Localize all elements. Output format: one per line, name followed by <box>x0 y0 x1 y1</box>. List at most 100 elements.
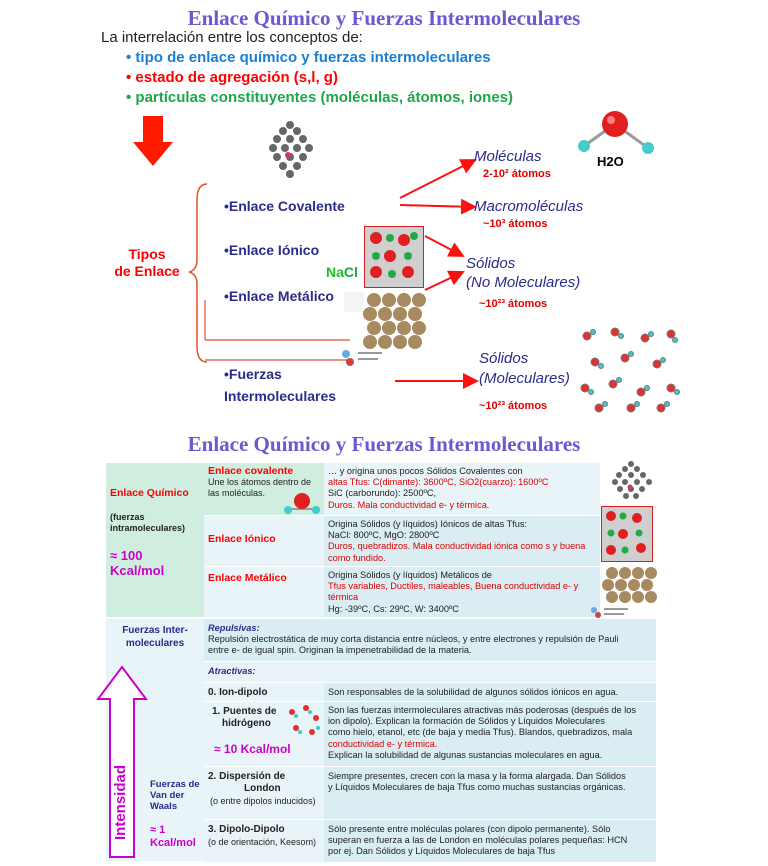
down-arrow-icon <box>133 116 173 166</box>
met-desc-cell <box>324 567 600 617</box>
water-molecule-icon <box>578 111 654 154</box>
molecular-solid-icon <box>580 327 680 413</box>
kcal-100-label: ≈ 100 Kcal/mol <box>110 548 165 578</box>
ion-title: Enlace Iónico <box>208 533 276 545</box>
vdw-kcal-label: ≈ 1 Kcal/mol <box>150 824 196 849</box>
bullet-enlace: • tipo de enlace químico y fuerzas inter… <box>126 49 491 66</box>
ion-title-cell <box>204 516 324 566</box>
result-moleculas: Moléculas <box>474 148 542 165</box>
bullet-particulas: • partículas constituyentes (moléculas, … <box>126 89 514 106</box>
result-arrows <box>395 159 479 389</box>
count-macromoleculas: ~10³ átomos <box>483 218 548 230</box>
vdw-label: Fuerzas de Van der Waals <box>150 779 200 813</box>
ion-dipolo-cell <box>204 683 324 701</box>
brace-and-lines <box>188 183 208 363</box>
count-solidos-nm: ~10²³ átomos <box>479 298 548 310</box>
atractivas-cell <box>204 662 656 682</box>
cov-desc-4: Duros. Mala conductividad e- y térmica. <box>328 499 490 510</box>
cov-title: Enlace covalente <box>208 465 294 477</box>
repulsivas-cell <box>204 619 656 661</box>
dispersion-label-1: 2. Dispersión de <box>208 771 286 782</box>
nacl-cl: Cl <box>343 264 358 280</box>
cov-desc-cell <box>324 463 600 515</box>
dispersion-cell <box>204 767 324 819</box>
ion-dipolo-desc-cell <box>324 683 656 701</box>
count-moleculas: 2-10² átomos <box>483 168 551 180</box>
ion-dipolo-label: 0. Ion-dipolo <box>208 687 268 698</box>
enlace-ionico: •Enlace Iónico <box>224 242 320 258</box>
enlace-covalente: •Enlace Covalente <box>224 198 345 214</box>
top-title: Enlace Químico y Fuerzas Intermoleculare… <box>187 6 581 30</box>
enlace-metalico: •Enlace Metálico <box>224 288 334 304</box>
table-metal-icon <box>591 567 657 618</box>
metal-crystal-icon <box>344 292 426 349</box>
puentes-cell <box>204 702 324 766</box>
puentes-desc-2: ion dipolo). Explican la formación de Só… <box>328 716 605 727</box>
tipos-label-1: Tipos <box>128 246 166 262</box>
puentes-kcal: ≈ 10 Kcal/mol <box>214 742 291 756</box>
fuerzas-label-2: Intermoleculares <box>224 388 337 404</box>
dispersion-label-3: (o entre dipolos inducidos) <box>210 796 316 806</box>
connector-lines <box>204 300 350 361</box>
covalent-molecule-icon <box>284 493 320 514</box>
ion-desc-2: NaCl: 800ºC, MgO: 2800ºC <box>328 530 440 541</box>
repulsivas-desc-2: entre e- de igual spin. Originan la impe… <box>208 645 472 656</box>
table-cluster-icon <box>612 461 652 499</box>
result-solidos-m-2: (Moleculares) <box>479 370 570 387</box>
repulsivas-desc-1: Repulsión electrostática de muy corta di… <box>208 634 619 645</box>
result-macromoleculas: Macromoléculas <box>474 198 584 215</box>
intro-text: La interrelación entre los conceptos de: <box>101 29 363 46</box>
molecule-cluster-icon <box>269 121 313 178</box>
left-quimico-cell <box>106 463 204 617</box>
dipolo-label-1: 3. Dipolo-Dipolo <box>208 824 285 835</box>
puentes-label-1: 1. Puentes de <box>212 706 277 717</box>
puentes-desc-4: conductividad e- y térmica. <box>328 738 438 749</box>
result-solidos-nm-1: Sólidos <box>466 255 516 272</box>
ion-desc-1: Origina Sólidos (y líquidos) Iónicos de … <box>328 519 527 529</box>
enlace-quimico-label: Enlace Químico <box>110 487 189 499</box>
ion-desc-cell <box>324 516 600 566</box>
cov-sub: Une los átomos dentro de las moléculas. <box>208 477 312 499</box>
nacl-na: Na <box>326 264 344 280</box>
ion-dipolo-desc: Son responsables de la solubilidad de al… <box>328 687 619 697</box>
dipolo-desc-cell <box>324 820 656 862</box>
met-desc-1: Origina Sólidos (y líquidos) Metálicos d… <box>328 570 492 580</box>
puentes-desc-3: como hielo, etanol, etc (de baja y media… <box>328 727 633 738</box>
table-title: Enlace Químico y Fuerzas Intermoleculare… <box>187 432 581 456</box>
cov-desc-3: SiC (carborundo): 2500ºC, <box>328 488 437 499</box>
hbond-icon <box>289 705 320 735</box>
nacl-crystal-icon <box>364 226 424 288</box>
result-solidos-nm-2: (No Moleculares) <box>466 274 581 291</box>
intramoleculares-label: (fuerzas intramoleculares) <box>110 512 186 534</box>
dispersion-desc-2: y Líquidos Moleculares de baja Tfus como… <box>328 782 626 793</box>
puentes-desc-5: Explican la solubilidad de algunas susta… <box>328 749 603 760</box>
dipolo-desc-1: Sólo presente entre moléculas polares (c… <box>328 824 611 834</box>
met-desc-2: Tfus variables, Ductiles, maleables, Bue… <box>328 581 579 603</box>
tipos-label-2: de Enlace <box>114 263 180 279</box>
table-nacl-icon <box>601 506 653 562</box>
dipolo-cell <box>204 820 324 862</box>
puentes-desc-1: Son las fuerzas intermoleculares atracti… <box>328 705 636 715</box>
met-title: Enlace Metálico <box>208 572 287 584</box>
puentes-desc-cell <box>324 702 656 766</box>
bullet-estado: • estado de agregación (s,l, g) <box>126 69 338 86</box>
fuerzas-inter-label: Fuerzas Inter-moleculares <box>122 625 188 649</box>
dipolo-label-2: (o de orientación, Keesom) <box>208 837 317 847</box>
atractivas-label: Atractivas: <box>208 666 256 676</box>
repulsivas-label: Repulsivas: <box>208 623 260 633</box>
result-solidos-m-1: Sólidos <box>479 350 529 367</box>
intensidad-arrow-icon <box>96 665 148 858</box>
metal-legend-icon <box>342 350 382 366</box>
met-title-cell <box>204 567 324 617</box>
fuerzas-label-1: •Fuerzas <box>224 366 282 382</box>
dispersion-desc-1: Siempre presentes, crecen con la masa y … <box>328 771 626 781</box>
dispersion-desc-cell <box>324 767 656 819</box>
dipolo-desc-3: por ej. Dan Sólidos y Líquidos Molecular… <box>328 846 556 857</box>
h2o-label: H2O <box>597 154 624 169</box>
ion-desc-3: Duros, quebradizos. Mala conductividad i… <box>328 541 586 563</box>
dipolo-desc-2: superan en fuerza a las de London en mol… <box>328 835 628 846</box>
cov-desc-2: altas Tfus: C(dimante): 3600ºC, SiO2(cua… <box>328 477 549 488</box>
nacl-label: NaCl <box>326 264 358 280</box>
intensidad-label: Intensidad <box>112 764 129 840</box>
dispersion-label-2: London <box>244 783 281 794</box>
